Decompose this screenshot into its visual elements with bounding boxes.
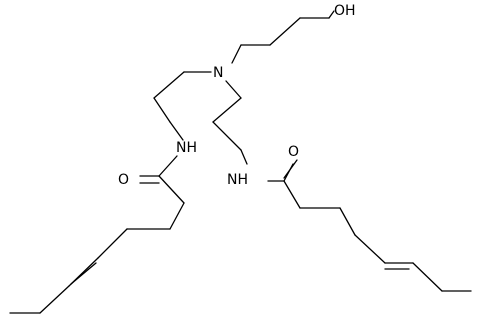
bond bbox=[212, 121, 242, 151]
hydroxyl-label: OH bbox=[334, 3, 356, 19]
right-octenoyl-chain bbox=[267, 159, 472, 292]
bond bbox=[169, 202, 185, 230]
bond bbox=[354, 234, 386, 264]
bond bbox=[283, 180, 301, 209]
bond bbox=[225, 80, 242, 99]
bond bbox=[39, 285, 70, 314]
left-amide-nh-label: NH bbox=[176, 140, 197, 156]
left-octenoyl-chain bbox=[9, 155, 185, 314]
right-amide-nh-label: NH bbox=[227, 172, 248, 188]
bond bbox=[153, 71, 185, 99]
bond bbox=[269, 17, 301, 46]
bond bbox=[412, 262, 443, 292]
central-nitrogen-label: N bbox=[213, 65, 223, 81]
bond bbox=[158, 155, 178, 177]
bond bbox=[169, 121, 184, 141]
hydroxypropyl-chain bbox=[231, 10, 335, 64]
right-ethylene-arm bbox=[212, 80, 248, 165]
right-carbonyl-oxygen-label: O bbox=[288, 144, 299, 160]
bond bbox=[158, 175, 185, 204]
bond bbox=[153, 97, 171, 123]
bond bbox=[283, 159, 298, 179]
bond bbox=[240, 149, 248, 165]
bond bbox=[339, 207, 356, 236]
bond bbox=[97, 228, 128, 259]
bond bbox=[328, 10, 335, 19]
bond bbox=[212, 97, 242, 123]
left-carbonyl-oxygen-label: O bbox=[118, 172, 129, 188]
bond bbox=[231, 44, 242, 64]
bond bbox=[70, 262, 97, 285]
left-ethylene-arm bbox=[153, 71, 212, 141]
